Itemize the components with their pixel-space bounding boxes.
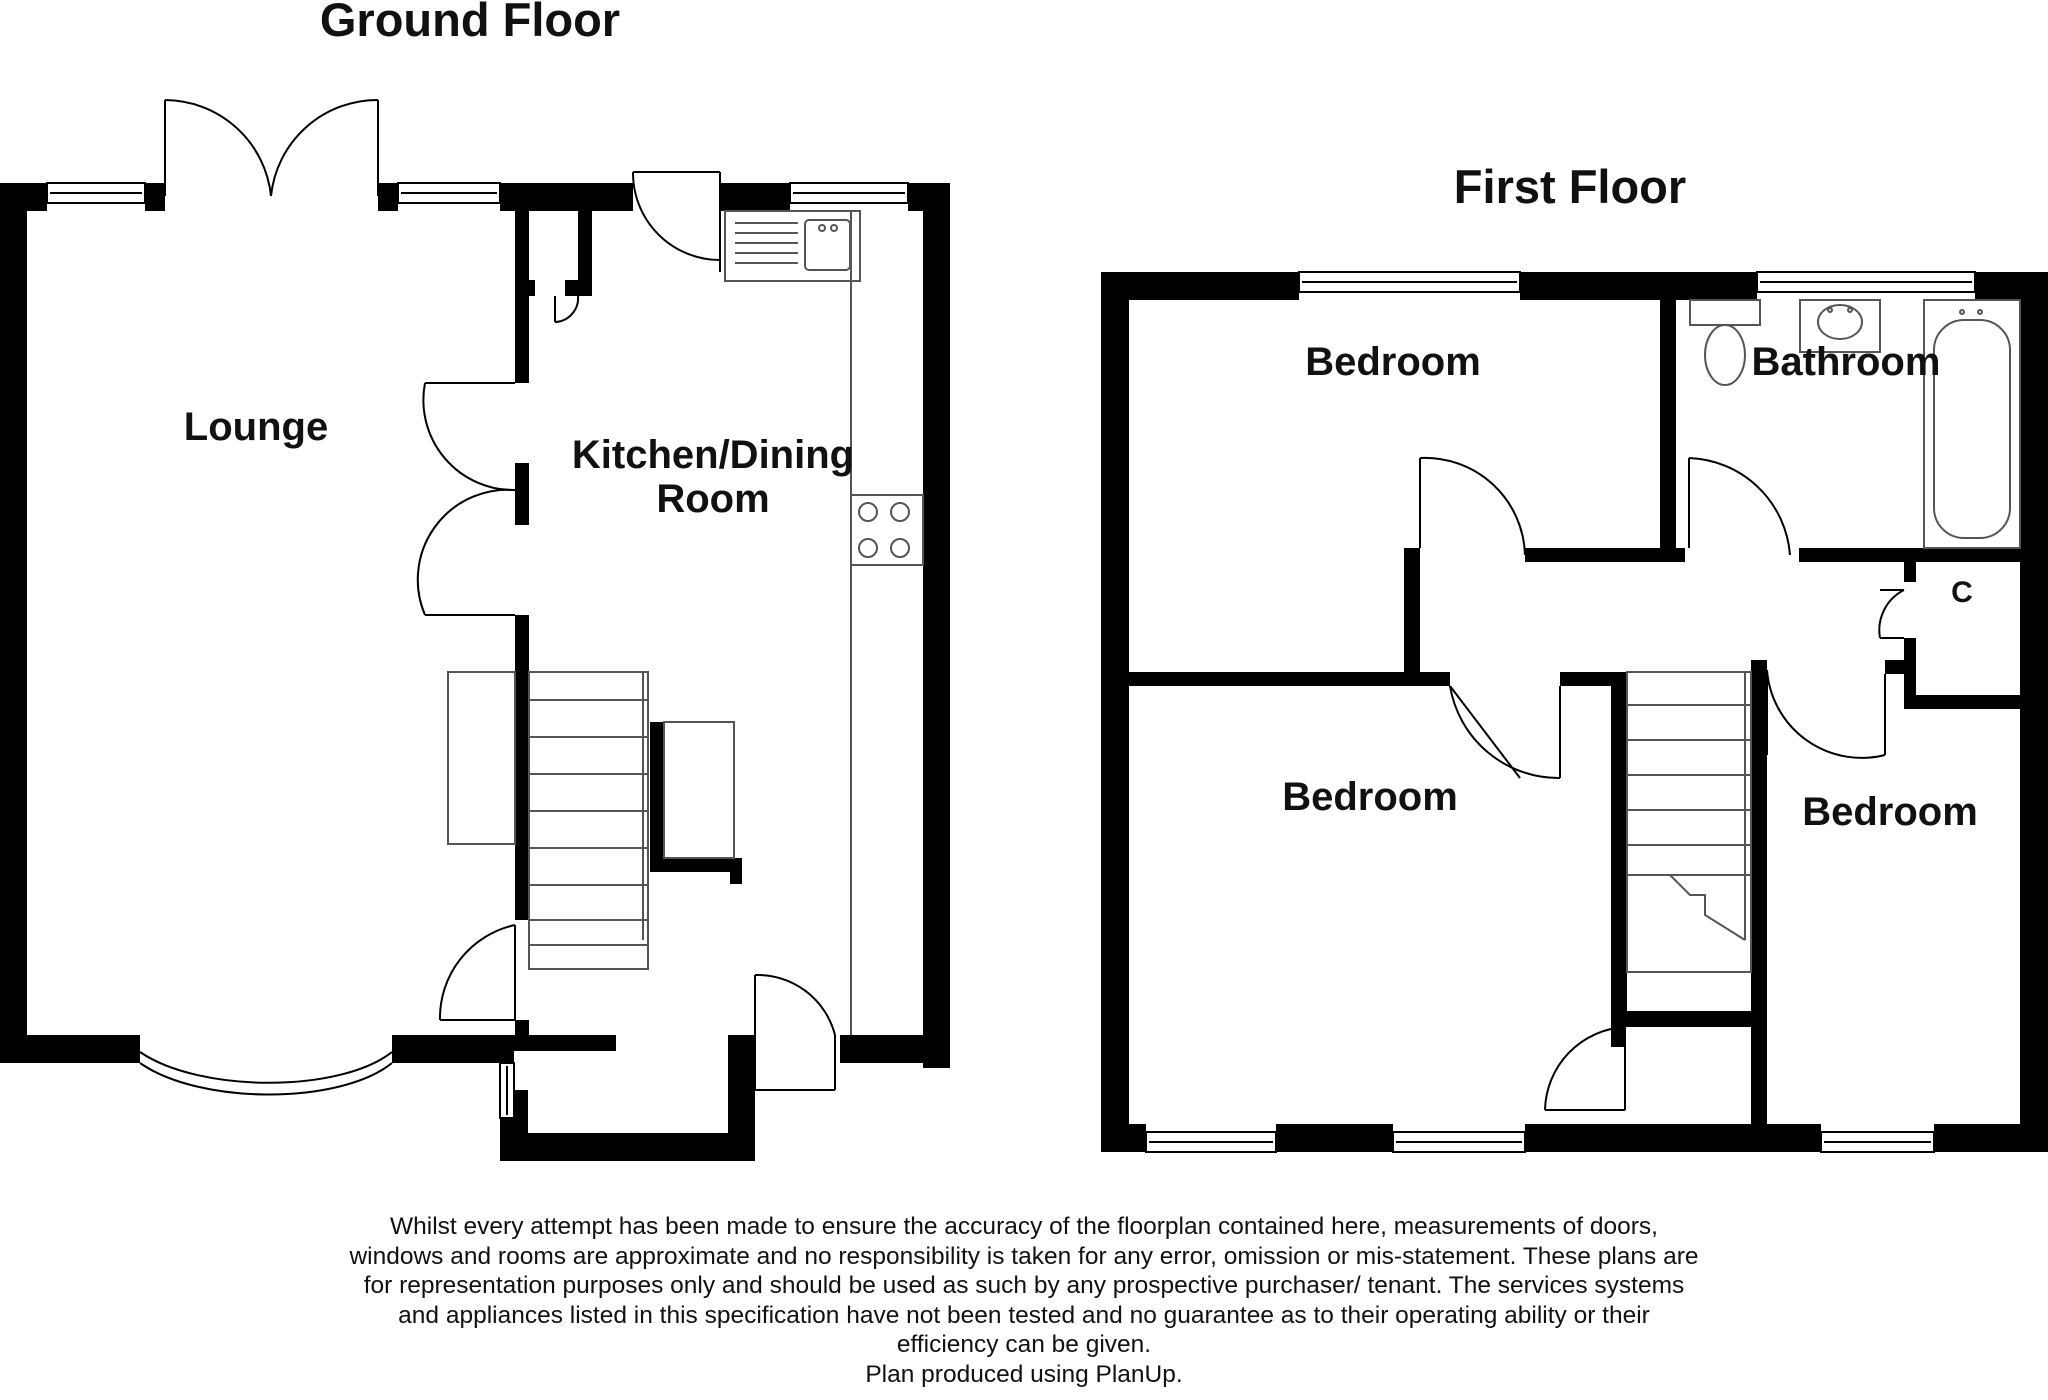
bedroom-label-1: Bedroom xyxy=(1305,340,1481,384)
disclaimer: Whilst every attempt has been made to en… xyxy=(274,1212,1774,1389)
kitchen-dining-label-line1: Kitchen/Dining xyxy=(572,433,854,477)
first-floor-windows xyxy=(1145,271,1976,1153)
ground-floor: Ground Floor xyxy=(0,0,950,1161)
cupboard-label: C xyxy=(1951,576,1973,609)
bathroom-label: Bathroom xyxy=(1752,340,1941,384)
bedroom-label-3: Bedroom xyxy=(1802,790,1978,834)
ground-floor-doors xyxy=(139,98,836,1096)
disclaimer-line: for representation purposes only and sho… xyxy=(363,1272,1685,1299)
ground-floor-title: Ground Floor xyxy=(320,0,620,46)
ground-floor-windows xyxy=(46,182,909,1119)
first-floor-staircase xyxy=(1626,671,1752,973)
ground-floor-fixtures xyxy=(447,210,924,1035)
disclaimer-line: windows and rooms are approximate and no… xyxy=(349,1242,1699,1270)
disclaimer-line: Whilst every attempt has been made to en… xyxy=(390,1213,1658,1240)
bedroom-label-2: Bedroom xyxy=(1282,775,1458,819)
ground-floor-staircase xyxy=(528,671,649,970)
kitchen-dining-label-line2: Room xyxy=(656,477,769,521)
first-floor-walls xyxy=(1101,272,2048,1152)
first-floor-doors xyxy=(1419,456,1905,1111)
bathroom-fixtures xyxy=(1689,299,2021,549)
first-floor: First Floor xyxy=(1101,160,2048,1153)
lounge-label: Lounge xyxy=(184,405,328,449)
ground-floor-walls xyxy=(0,183,950,1161)
first-floor-title: First Floor xyxy=(1454,160,1686,213)
disclaimer-line: Plan produced using PlanUp. xyxy=(865,1360,1183,1388)
disclaimer-line: and appliances listed in this specificat… xyxy=(398,1301,1650,1329)
disclaimer-line: efficiency can be given. xyxy=(896,1331,1152,1358)
